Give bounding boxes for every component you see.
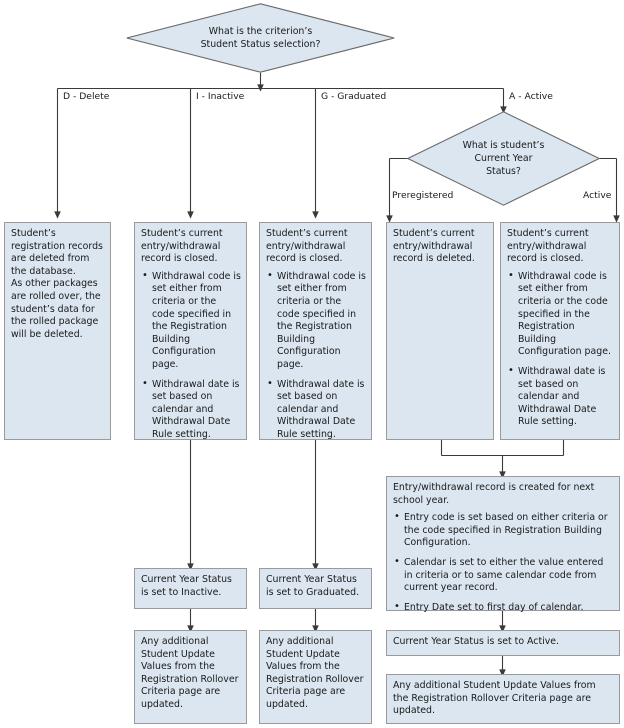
status-inactive-lead: Current Year Status is set to Inactive. <box>141 574 232 598</box>
decision2-line-2: Current Year <box>474 153 533 164</box>
inactive-lead: Student’s current entry/withdrawal recor… <box>141 228 223 265</box>
delete-line-3: are deleted from <box>11 253 90 265</box>
delete-line-8: the rolled package <box>11 316 99 328</box>
preregistered-lead: Student’s current entry/withdrawal recor… <box>393 228 475 265</box>
entry-created-lead: Entry/withdrawal record is created for n… <box>393 482 595 506</box>
decision-current-year-status[interactable]: What is student’s Current Year Status? <box>407 111 600 206</box>
decision-current-year-status-text: What is student’s Current Year Status? <box>407 111 600 206</box>
edge-label-inactive: I - Inactive <box>196 91 245 102</box>
update-inactive-lead: Any additional Student Update Values fro… <box>141 636 239 710</box>
list-item: Calendar is set to either the value ente… <box>394 556 614 595</box>
decision2-line-1: What is student’s <box>462 140 545 151</box>
edge-label-delete: D - Delete <box>63 91 110 102</box>
inactive-bullet-list: Withdrawal code is set either from crite… <box>141 270 241 442</box>
delete-line-4: the database. <box>11 265 76 277</box>
active-lead: Student’s current entry/withdrawal recor… <box>507 228 589 265</box>
status-graduated-lead: Current Year Status is set to Graduated. <box>266 574 360 598</box>
delete-line-1: Student’s <box>11 228 56 239</box>
status-active-lead: Current Year Status is set to Active. <box>393 636 560 647</box>
active-bullet-list: Withdrawal code is set either from crite… <box>507 270 614 429</box>
node-entry-created-box[interactable]: Entry/withdrawal record is created for n… <box>386 476 620 615</box>
diamond-shape <box>126 3 395 73</box>
list-item: Entry Date set to first day of calendar. <box>394 601 614 615</box>
graduated-lead: Student’s current entry/withdrawal recor… <box>266 228 348 265</box>
node-update-values-inactive-box[interactable]: Any additional Student Update Values fro… <box>134 630 247 724</box>
node-update-values-graduated-box[interactable]: Any additional Student Update Values fro… <box>259 630 372 724</box>
delete-line-2: registration records <box>11 240 103 252</box>
node-inactive-box[interactable]: Student’s current entry/withdrawal recor… <box>134 222 247 440</box>
decision-line-1: What is the criterion’s <box>208 26 313 37</box>
decision-student-status[interactable]: What is the criterion’s Student Status s… <box>126 3 395 73</box>
entry-created-bullet-list: Entry code is set based on either criter… <box>393 511 614 615</box>
node-status-graduated-box[interactable]: Current Year Status is set to Graduated. <box>259 568 372 609</box>
list-item: Withdrawal date is set based on calendar… <box>267 378 366 442</box>
edge-label-graduated: G - Graduated <box>321 91 387 102</box>
list-item: Withdrawal code is set either from crite… <box>142 270 241 372</box>
update-active-lead: Any additional Student Update Values fro… <box>393 680 596 717</box>
delete-line-6: are rolled over, the <box>11 290 101 302</box>
node-graduated-box[interactable]: Student’s current entry/withdrawal recor… <box>259 222 372 440</box>
list-item: Entry code is set based on either criter… <box>394 511 614 550</box>
node-preregistered-box[interactable]: Student’s current entry/withdrawal recor… <box>386 222 494 440</box>
delete-line-7: student’s data for <box>11 303 95 315</box>
node-delete-box[interactable]: Student’s registration records are delet… <box>4 222 111 440</box>
decision-line-2: Student Status selection? <box>200 39 321 50</box>
edge-label-current-active: Active <box>583 190 612 201</box>
list-item: Withdrawal code is set either from crite… <box>508 270 614 359</box>
delete-line-9: will be deleted. <box>11 328 83 340</box>
node-update-values-active-box[interactable]: Any additional Student Update Values fro… <box>386 674 620 724</box>
list-item: Withdrawal code is set either from crite… <box>267 270 366 372</box>
node-status-inactive-box[interactable]: Current Year Status is set to Inactive. <box>134 568 247 609</box>
list-item: Withdrawal date is set based on calendar… <box>142 378 241 442</box>
edge-label-active: A - Active <box>509 91 553 102</box>
graduated-bullet-list: Withdrawal code is set either from crite… <box>266 270 366 442</box>
update-graduated-lead: Any additional Student Update Values fro… <box>266 636 364 710</box>
node-status-active-box[interactable]: Current Year Status is set to Active. <box>386 630 620 656</box>
edge-label-preregistered: Preregistered <box>392 190 454 201</box>
decision2-line-3: Status? <box>486 166 521 177</box>
list-item: Withdrawal date is set based on calendar… <box>508 365 614 429</box>
diamond-shape-2 <box>407 111 600 206</box>
node-active-box[interactable]: Student’s current entry/withdrawal recor… <box>500 222 620 440</box>
delete-line-5: As other packages <box>11 278 98 290</box>
decision-student-status-text: What is the criterion’s Student Status s… <box>126 3 395 73</box>
